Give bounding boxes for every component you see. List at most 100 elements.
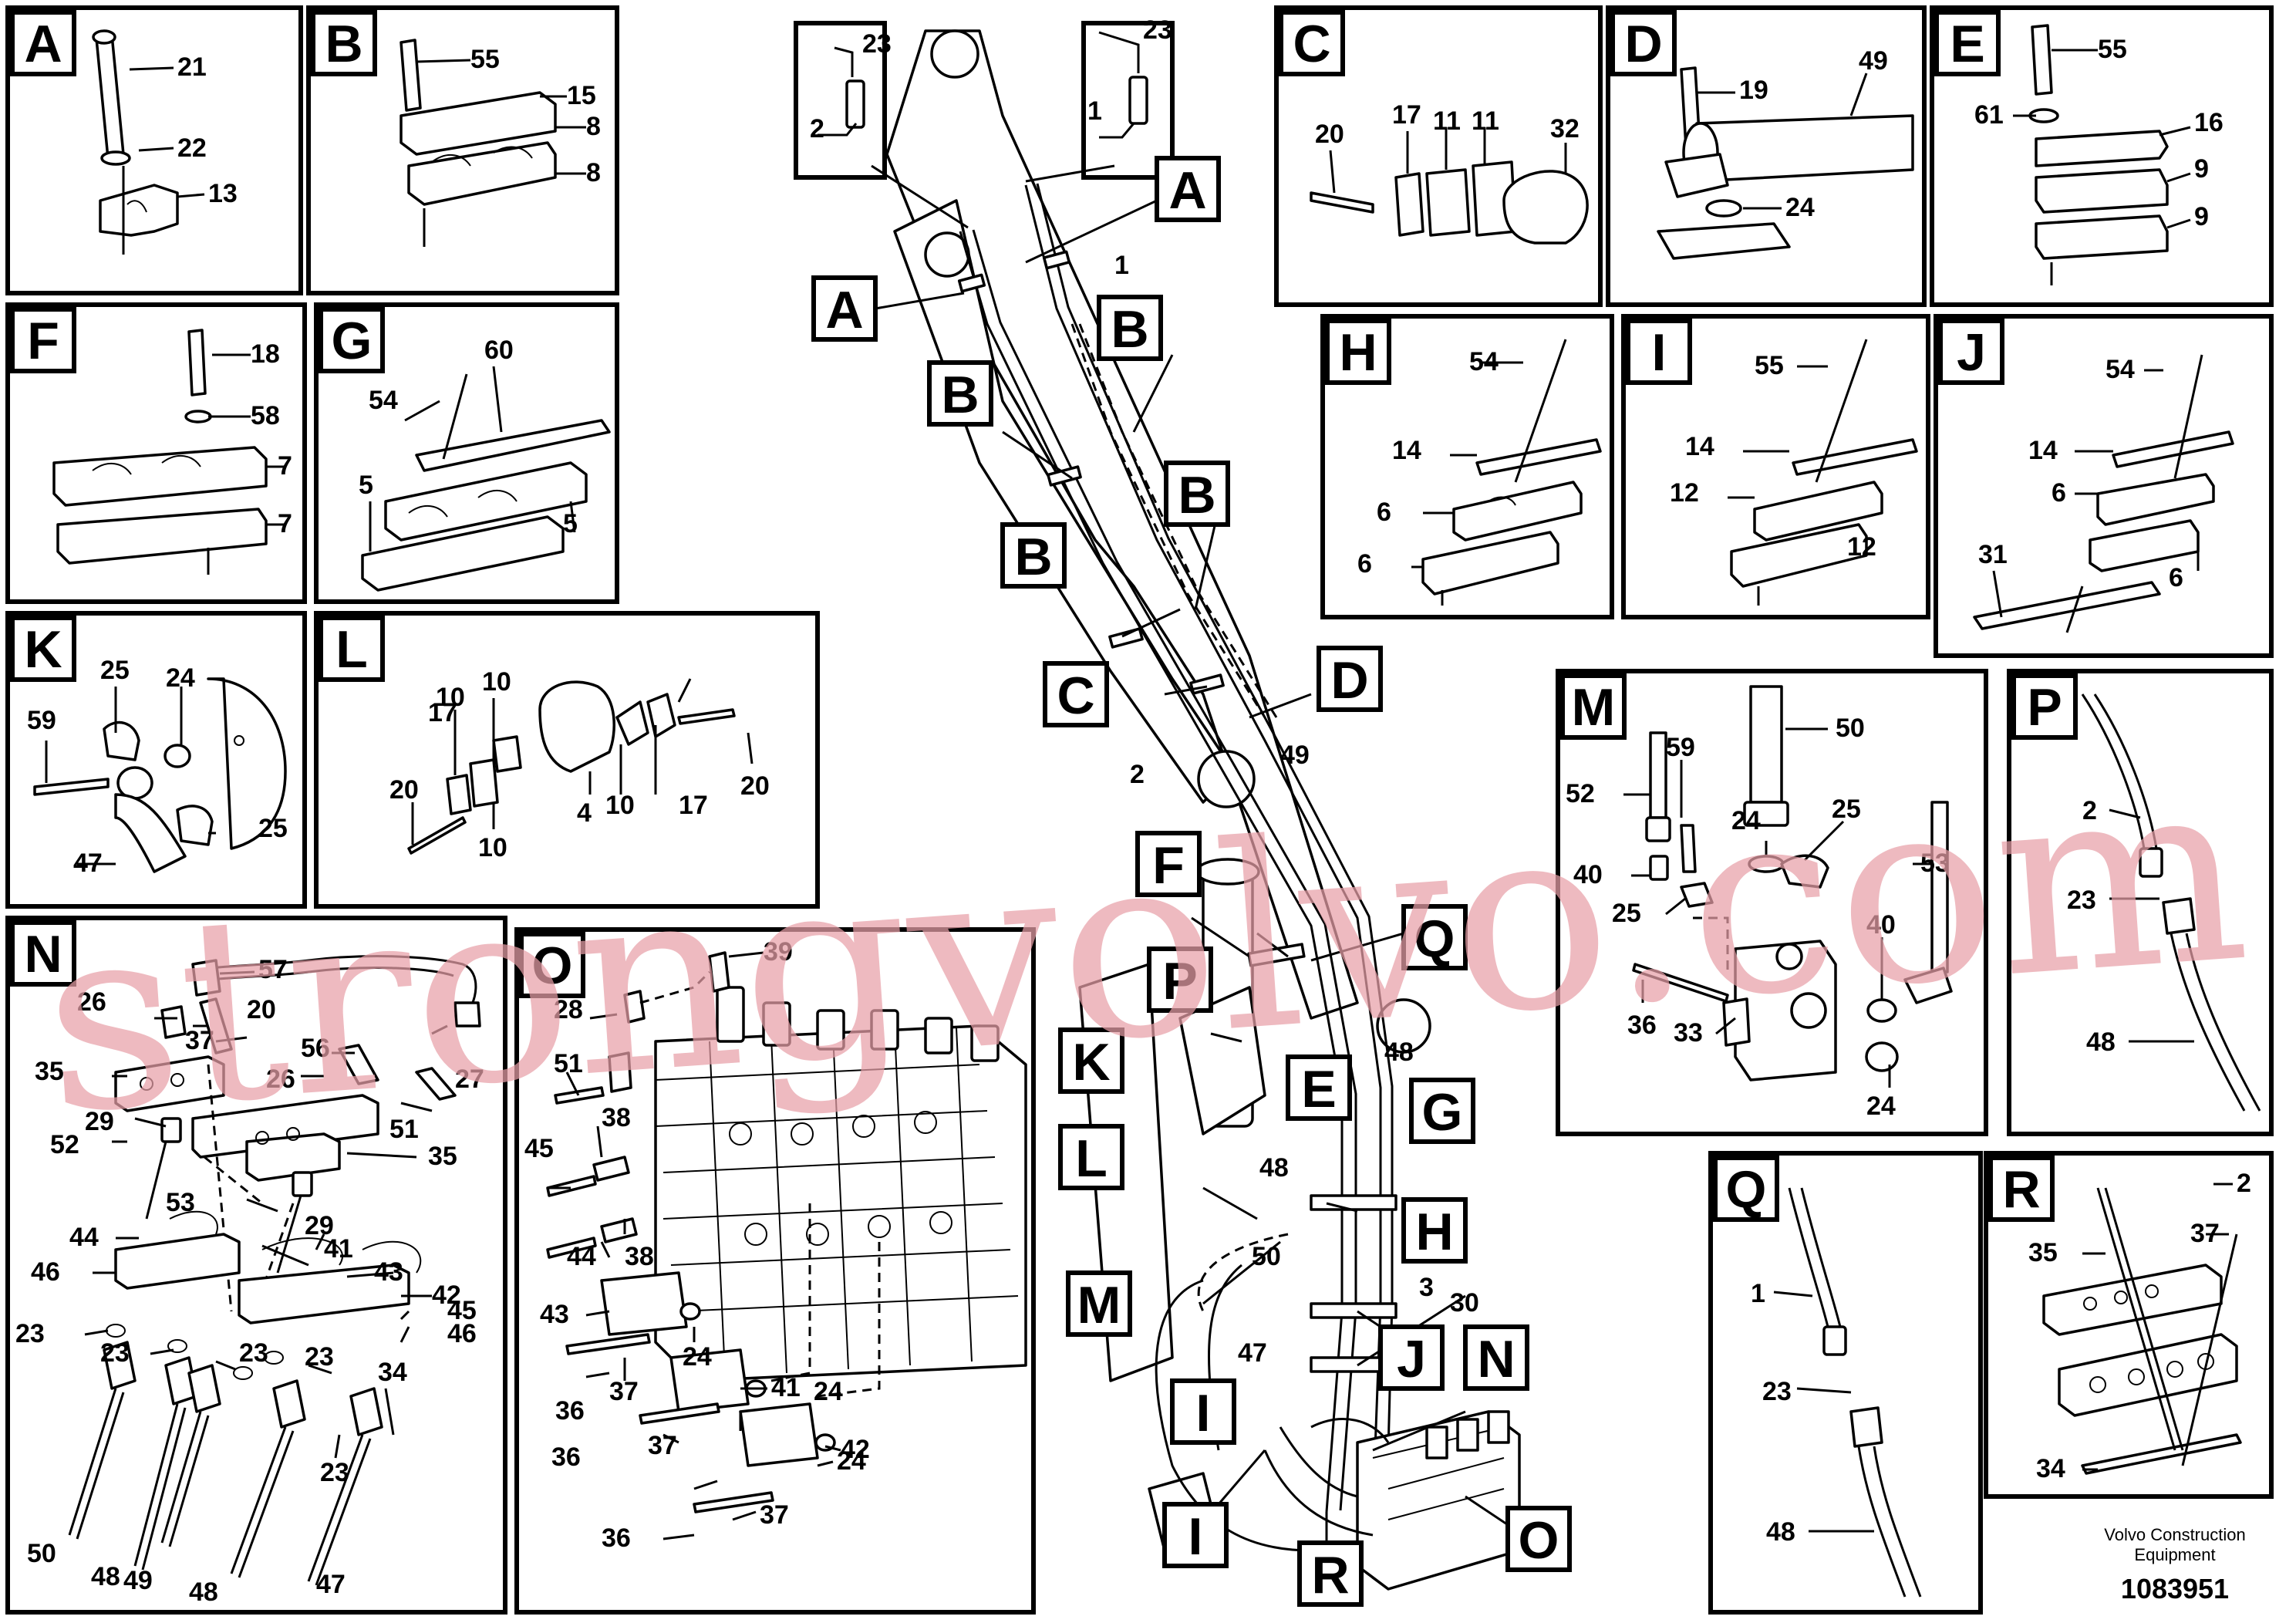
svg-text:40: 40 [1573, 860, 1603, 889]
svg-text:24: 24 [166, 663, 195, 693]
svg-text:23: 23 [1762, 1377, 1792, 1406]
panel-O: O 39 28 [514, 927, 1036, 1615]
panel-D: D 19 49 24 [1606, 5, 1927, 307]
svg-text:59: 59 [1666, 733, 1695, 762]
svg-text:P: P [2027, 678, 2062, 737]
panel-I: I 55 14 12 12 [1621, 314, 1930, 619]
svg-text:24: 24 [1866, 1092, 1896, 1121]
svg-text:44: 44 [69, 1223, 99, 1252]
panel-B: B 55 15 8 8 [306, 5, 619, 295]
svg-text:J: J [1397, 1330, 1426, 1388]
svg-text:43: 43 [374, 1257, 403, 1287]
svg-text:K: K [24, 620, 62, 679]
svg-text:C: C [1057, 666, 1094, 725]
svg-text:29: 29 [305, 1211, 334, 1240]
svg-text:57: 57 [258, 955, 288, 984]
svg-text:P: P [1162, 952, 1197, 1011]
svg-text:A: A [1168, 161, 1206, 220]
svg-text:21: 21 [177, 52, 207, 82]
svg-text:I: I [1652, 323, 1667, 382]
svg-text:42: 42 [841, 1435, 870, 1464]
svg-text:17: 17 [1392, 100, 1421, 130]
svg-text:23: 23 [305, 1342, 334, 1372]
svg-text:25: 25 [100, 656, 130, 685]
callout-box-B-4: B [1164, 461, 1230, 527]
svg-text:I: I [1188, 1507, 1203, 1566]
panel-A-letter: A [24, 15, 62, 73]
svg-text:29: 29 [85, 1107, 114, 1136]
svg-text:45: 45 [524, 1134, 554, 1163]
svg-text:59: 59 [27, 706, 56, 735]
svg-text:L: L [335, 620, 368, 679]
panel-F: F 18 58 7 7 [5, 302, 307, 604]
svg-text:10: 10 [436, 683, 465, 712]
svg-text:33: 33 [1674, 1018, 1703, 1048]
svg-text:35: 35 [35, 1057, 64, 1086]
svg-text:10: 10 [478, 833, 507, 862]
svg-text:24: 24 [837, 1446, 866, 1476]
svg-text:Q: Q [1414, 909, 1455, 968]
callout-box-A-1: A [811, 275, 878, 342]
svg-text:54: 54 [369, 386, 398, 415]
svg-text:50: 50 [27, 1539, 56, 1568]
svg-text:N: N [24, 925, 62, 984]
panel-M: M 50 52 59 24 25 40 25 53 40 36 33 24 [1556, 669, 1988, 1136]
svg-text:52: 52 [50, 1130, 79, 1159]
svg-text:7: 7 [278, 509, 292, 538]
svg-text:36: 36 [1627, 1011, 1657, 1040]
callout-box-P: P [1147, 946, 1213, 1013]
svg-text:24: 24 [1785, 193, 1815, 222]
overview-label-50: 50 [1252, 1242, 1281, 1271]
svg-text:45: 45 [447, 1296, 477, 1325]
svg-text:37: 37 [609, 1377, 639, 1406]
svg-text:55: 55 [1755, 351, 1784, 380]
svg-text:23: 23 [320, 1458, 349, 1487]
svg-text:23: 23 [2067, 886, 2096, 915]
top-inset-right [1081, 21, 1175, 180]
callout-box-I-2: I [1162, 1502, 1229, 1568]
panel-N: N 57 26 [5, 916, 507, 1615]
svg-text:16: 16 [2194, 108, 2224, 137]
svg-text:K: K [1072, 1033, 1110, 1092]
callout-box-K: K [1058, 1027, 1124, 1094]
svg-text:55: 55 [2098, 35, 2127, 64]
svg-text:41: 41 [324, 1234, 353, 1264]
svg-text:E: E [1301, 1060, 1336, 1119]
panel-K: K 25 24 59 25 47 [5, 611, 307, 909]
svg-text:22: 22 [177, 133, 207, 163]
svg-text:B: B [1178, 466, 1215, 525]
svg-text:38: 38 [602, 1103, 631, 1132]
svg-text:9: 9 [2194, 154, 2209, 184]
panel-J: J 54 14 6 31 6 [1934, 314, 2274, 658]
svg-text:51: 51 [389, 1115, 419, 1144]
svg-text:36: 36 [555, 1396, 585, 1426]
panel-Q: Q 1 23 48 [1708, 1151, 1983, 1615]
svg-text:48: 48 [1766, 1517, 1795, 1547]
svg-text:F: F [1152, 836, 1185, 895]
svg-text:17: 17 [679, 791, 708, 820]
svg-text:2: 2 [2082, 796, 2097, 825]
overview-label-1: 1 [1114, 251, 1129, 280]
svg-text:N: N [1477, 1330, 1515, 1388]
svg-text:58: 58 [251, 401, 280, 430]
callout-box-B-1: B [927, 360, 993, 427]
svg-text:12: 12 [1670, 478, 1699, 508]
svg-text:6: 6 [2169, 563, 2183, 592]
svg-text:34: 34 [2036, 1454, 2065, 1483]
drawing-footer: Volvo Construction Equipment 1083951 [2104, 1525, 2245, 1604]
svg-text:6: 6 [1377, 498, 1391, 527]
callout-box-G: G [1409, 1078, 1475, 1144]
svg-text:37: 37 [185, 1026, 214, 1055]
callout-box-C: C [1043, 661, 1109, 727]
svg-text:41: 41 [771, 1373, 801, 1402]
svg-text:20: 20 [1315, 120, 1344, 149]
svg-text:43: 43 [540, 1300, 569, 1329]
svg-text:G: G [1422, 1083, 1463, 1142]
callout-box-B-2: B [1097, 295, 1163, 361]
panel-L: L 10 10 17 20 10 4 10 17 20 [314, 611, 820, 909]
svg-text:53: 53 [166, 1188, 195, 1217]
svg-text:D: D [1624, 15, 1662, 73]
callout-box-L: L [1058, 1124, 1124, 1190]
svg-text:O: O [1519, 1511, 1559, 1570]
svg-text:M: M [1077, 1276, 1121, 1335]
